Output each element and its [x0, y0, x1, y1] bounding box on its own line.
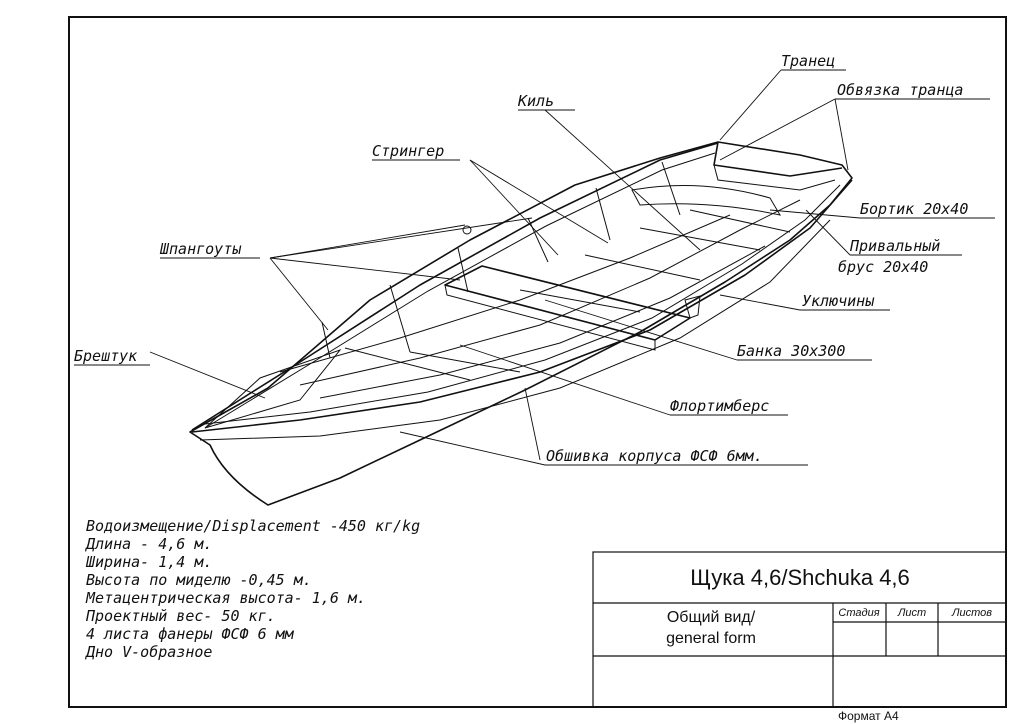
- spec-line: Проектный вес- 50 кг.: [85, 607, 276, 625]
- spec-line: Высота по миделю -0,45 м.: [86, 571, 312, 589]
- title-block-col-sheets: Листов: [951, 607, 992, 619]
- title-block-subtitle-2: general form: [666, 630, 756, 647]
- gunwale-near-inner: [204, 184, 841, 425]
- floor-timbers: [344, 209, 791, 381]
- gunwale-far: [191, 142, 719, 431]
- title-block-subtitle-1: Общий вид/: [667, 609, 756, 626]
- title-block-col-sheet: Лист: [897, 607, 926, 619]
- label-stringer: Стрингер: [372, 142, 444, 160]
- leader-lines: [74, 69, 995, 466]
- spec-line: Дно V-образное: [84, 643, 212, 661]
- label-shpangouty: Шпангоуты: [159, 240, 242, 258]
- drawing-frame: [68, 16, 1007, 708]
- hull-side-chine: [199, 219, 831, 441]
- label-breshtuk: Брештук: [74, 347, 138, 365]
- frames: [321, 161, 681, 359]
- label-bortik: Бортик 20х40: [860, 200, 968, 218]
- hull-outline: [189, 141, 853, 506]
- stern-seat: [631, 185, 782, 216]
- callout-labels: Транец Обвязка транца Киль Стрингер Борт…: [74, 52, 968, 465]
- gunwale-near: [191, 179, 853, 433]
- label-uklyuchiny: Уключины: [802, 292, 875, 310]
- paper-format-label: Формат А4: [838, 709, 899, 723]
- title-block-title: Щука 4,6/Shchuka 4,6: [690, 565, 910, 590]
- label-obvyazka-trantsa: Обвязка транца: [837, 81, 963, 99]
- label-tranets: Транец: [781, 52, 835, 70]
- label-banka: Банка 30х300: [737, 342, 845, 360]
- stringer-port: [279, 214, 731, 373]
- spec-line: Метацентрическая высота- 1,6 м.: [85, 589, 366, 607]
- label-privalny-1: Привальный: [849, 237, 940, 255]
- stringer-starboard: [319, 245, 766, 399]
- title-block-col-stage: Стадия: [838, 607, 879, 619]
- oarlock-ring: [462, 225, 472, 235]
- spec-line: 4 листа фанеры ФСФ 6 мм: [86, 625, 295, 643]
- keel: [299, 199, 801, 386]
- spec-line: Длина - 4,6 м.: [84, 535, 212, 553]
- breasthook: [204, 348, 342, 429]
- spec-line: Ширина- 1,4 м.: [85, 553, 212, 571]
- oarlock: [684, 295, 701, 319]
- label-obshivka: Обшивка корпуса ФСФ 6мм.: [546, 447, 763, 465]
- gunwale-far-inner: [204, 152, 716, 429]
- transom-inner: [713, 164, 836, 191]
- boat-illustration: [189, 141, 853, 506]
- transom: [713, 141, 843, 177]
- specifications: Водоизмещение/Displacement -450 кг/kg Дл…: [84, 517, 420, 661]
- label-kil: Киль: [517, 92, 554, 110]
- label-flortimbers: Флортимберс: [670, 397, 769, 415]
- spec-line: Водоизмещение/Displacement -450 кг/kg: [86, 517, 420, 535]
- thwart-bench-edge: [444, 284, 656, 351]
- label-privalny-2: брус 20х40: [838, 258, 928, 276]
- title-block: Щука 4,6/Shchuka 4,6 Общий вид/ general …: [592, 551, 1007, 708]
